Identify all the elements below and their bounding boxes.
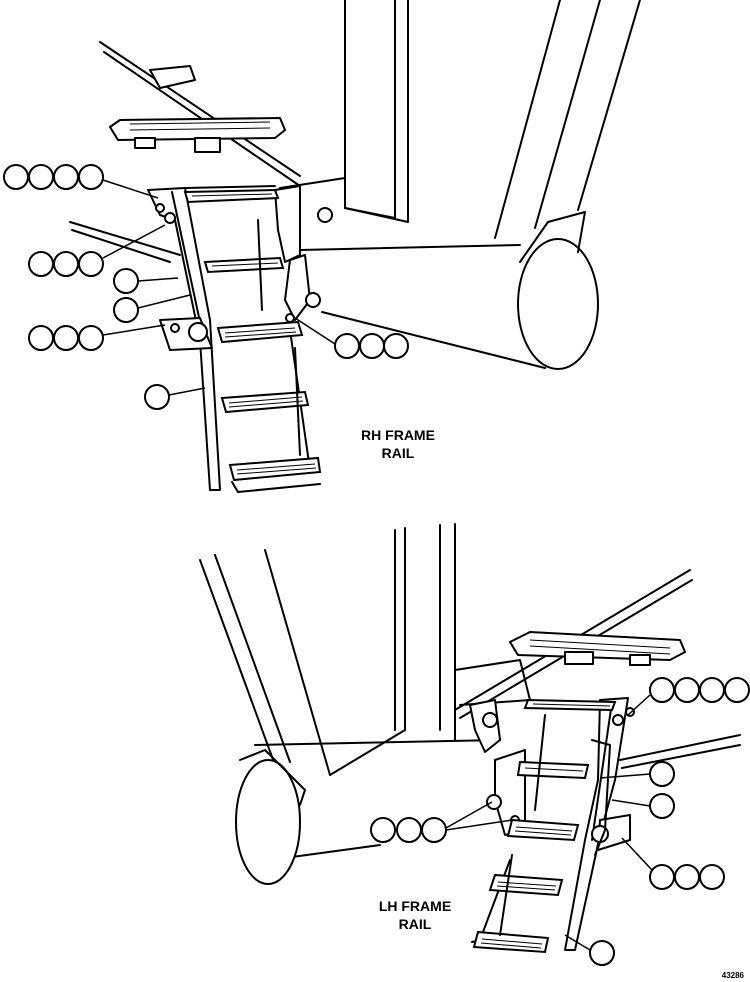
lh-frame-label-line2: RAIL: [399, 916, 432, 932]
lh-callout-single-3: [564, 934, 615, 966]
lh-callout-group-1: [627, 677, 750, 716]
lh-callout-group-2: [370, 801, 513, 843]
rh-callout-single-2: [113, 294, 191, 323]
rh-step-ladder: [147, 185, 322, 493]
lh-step-ladder: [471, 697, 635, 954]
rh-tread-4: [220, 390, 310, 414]
rh-callout-single-3: [144, 384, 206, 410]
lh-tread-2: [516, 760, 590, 780]
rh-frame-label-line2: RAIL: [382, 445, 415, 461]
lh-tread-5: [472, 930, 550, 954]
rh-tread-1: [183, 188, 280, 204]
rh-fuel-tank: [299, 211, 599, 370]
lh-frame-label-line1: LH FRAME: [379, 898, 451, 914]
lh-cab-post: [199, 523, 456, 776]
rh-brackets: [274, 185, 333, 323]
rh-view: RH FRAME RAIL: [3, 0, 641, 493]
rh-callout-group-1: [3, 164, 159, 199]
rh-callout-group-4: [294, 317, 409, 359]
lh-view: LH FRAME RAIL: [199, 523, 750, 966]
rh-tread-5: [228, 456, 322, 493]
rh-callout-group-3: [28, 324, 166, 351]
lh-fuel-tank: [235, 739, 501, 885]
rh-tread-2: [203, 256, 285, 274]
rh-callout-group-2: [28, 224, 166, 277]
lh-tread-4: [488, 873, 564, 897]
rh-tread-3: [216, 320, 304, 344]
figure-number: 43286: [722, 971, 745, 980]
lh-callout-group-3: [621, 837, 725, 890]
lh-tread-3: [506, 818, 580, 842]
rh-callout-single-1: [113, 268, 179, 294]
lh-upper-deck: [509, 631, 686, 666]
rh-cab-post: [344, 0, 641, 239]
lh-callout-single-1: [599, 761, 675, 787]
rh-frame-bars: [69, 41, 346, 263]
lh-brackets: [469, 699, 526, 836]
lh-callout-single-2: [611, 793, 675, 819]
lh-tread-1: [523, 698, 617, 712]
rh-upper-deck: [109, 65, 286, 153]
rh-frame-label-line1: RH FRAME: [361, 427, 435, 443]
